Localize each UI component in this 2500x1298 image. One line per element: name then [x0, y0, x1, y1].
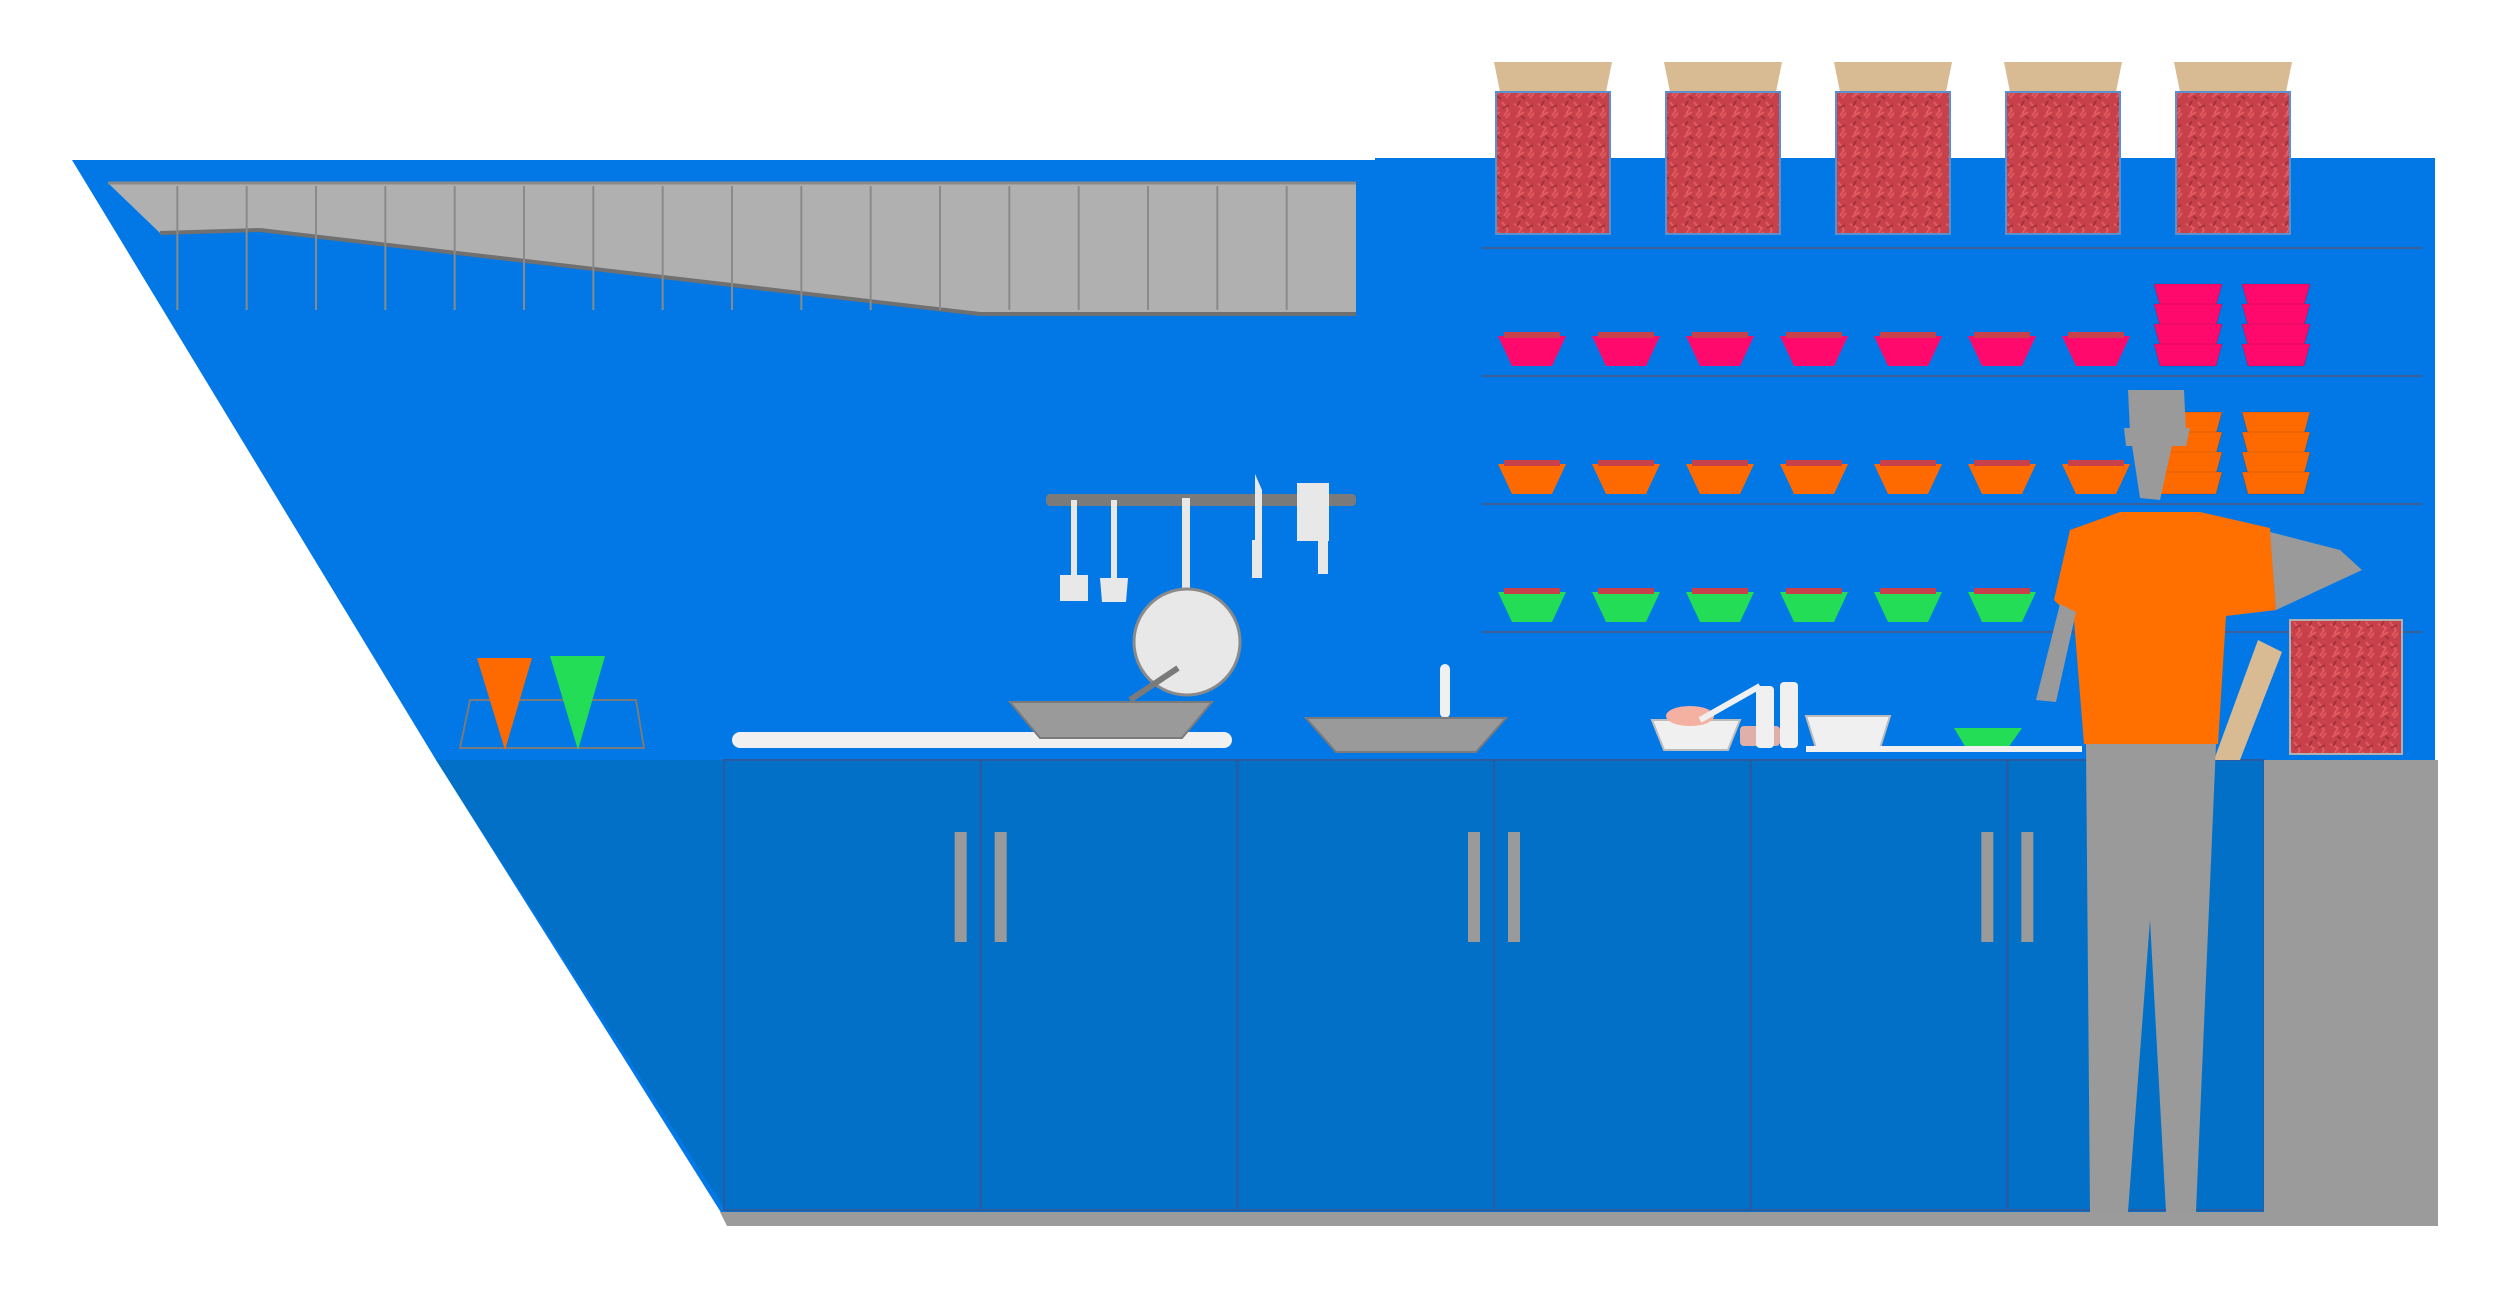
- bowl-icon: [1686, 588, 1754, 622]
- cabinet-handle[interactable]: [2021, 832, 2034, 942]
- person-legs: [2086, 744, 2216, 1212]
- cabinet-handle[interactable]: [1981, 832, 1994, 942]
- knife-icon: [1252, 474, 1262, 578]
- bowl-icon: [1498, 588, 1566, 622]
- side-jar: [2289, 619, 2403, 755]
- person-arm: [2270, 532, 2362, 610]
- white-bowl-icon: [1804, 715, 1892, 749]
- stacked-bowl-icon: [2241, 323, 2311, 347]
- range-hood: [108, 181, 1356, 316]
- person-left-arm: [2036, 604, 2076, 702]
- stacked-bowl-icon: [2241, 343, 2311, 367]
- green-bowl-icon: [1954, 728, 2022, 748]
- spice-jars: [1494, 62, 2292, 235]
- bowl-icon: [1592, 460, 1660, 494]
- bowl-icon: [1780, 332, 1848, 366]
- bowl-icon: [1498, 332, 1566, 366]
- cutting-board-leaning: [2214, 640, 2282, 760]
- cone-stand: [458, 656, 646, 750]
- ladle-icon: [1060, 500, 1088, 601]
- counter-items: [732, 664, 2082, 753]
- bowl-icon: [1968, 588, 2036, 622]
- stacked-bowl-icon: [2153, 343, 2223, 367]
- stacked-bowl-icon: [2241, 283, 2311, 307]
- cabinet-handle[interactable]: [1508, 832, 1520, 942]
- stacked-bowl-icon: [2241, 431, 2311, 455]
- bowl-icon: [1780, 460, 1848, 494]
- bowl-icon: [1874, 460, 1942, 494]
- floor-strip: [720, 1212, 2438, 1226]
- stacked-bowl-icon: [2241, 303, 2311, 327]
- bowl-icon: [1968, 332, 2036, 366]
- faucet-icon: [1440, 664, 1450, 718]
- spice-jar-icon: [2174, 62, 2292, 235]
- person-figure: [2036, 390, 2362, 1212]
- frying-pan-icon: [1132, 498, 1242, 697]
- green-cone-icon: [550, 656, 605, 750]
- cabinet-handle[interactable]: [1468, 832, 1480, 942]
- spice-jar-icon: [1494, 62, 1612, 235]
- cabinet-handle[interactable]: [954, 832, 967, 942]
- bowl-icon: [1780, 588, 1848, 622]
- side-counter: [2264, 760, 2438, 1222]
- bowl-icon: [1592, 588, 1660, 622]
- stacked-bowl-icon: [2153, 283, 2223, 307]
- bottle-icon: [1756, 686, 1774, 748]
- bowl-icon: [1874, 588, 1942, 622]
- bowl-icon: [1592, 332, 1660, 366]
- cleaver-icon: [1297, 483, 1329, 574]
- bowl-icon: [2062, 332, 2130, 366]
- stacked-bowl-icon: [2241, 451, 2311, 475]
- sink-icon: [1303, 717, 1509, 753]
- spice-jar-icon: [2004, 62, 2122, 235]
- bowl-icon: [1686, 332, 1754, 366]
- wall-shelves: [1482, 247, 2422, 633]
- person-hand: [2320, 556, 2356, 578]
- bottle-icon-2: [1780, 682, 1798, 748]
- stacked-bowl-icon: [2241, 411, 2311, 435]
- utensil-rail: [1046, 474, 1356, 697]
- bowl-icon: [2062, 460, 2130, 494]
- stacked-bowl-icon: [2153, 303, 2223, 327]
- orange-cone-icon: [477, 658, 532, 750]
- cabinets: [436, 759, 2438, 1226]
- bowl-icon: [1968, 460, 2036, 494]
- spice-jar-icon: [1834, 62, 1952, 235]
- bowl-icon: [1874, 332, 1942, 366]
- bowl-icon: [1498, 460, 1566, 494]
- stacked-bowl-icon: [2153, 323, 2223, 347]
- wok-spoon-icon: [1128, 665, 1180, 703]
- stacked-bowl-icon: [2241, 471, 2311, 495]
- wok-icon: [1007, 701, 1215, 739]
- spice-jar-icon: [1664, 62, 1782, 235]
- cabinet-handle[interactable]: [994, 832, 1007, 942]
- person-hat: [2124, 428, 2190, 446]
- knife-on-counter-icon: [1698, 683, 1762, 723]
- spatula-icon: [1100, 500, 1128, 602]
- bowl-icon: [1686, 460, 1754, 494]
- person-shirt: [2054, 512, 2276, 744]
